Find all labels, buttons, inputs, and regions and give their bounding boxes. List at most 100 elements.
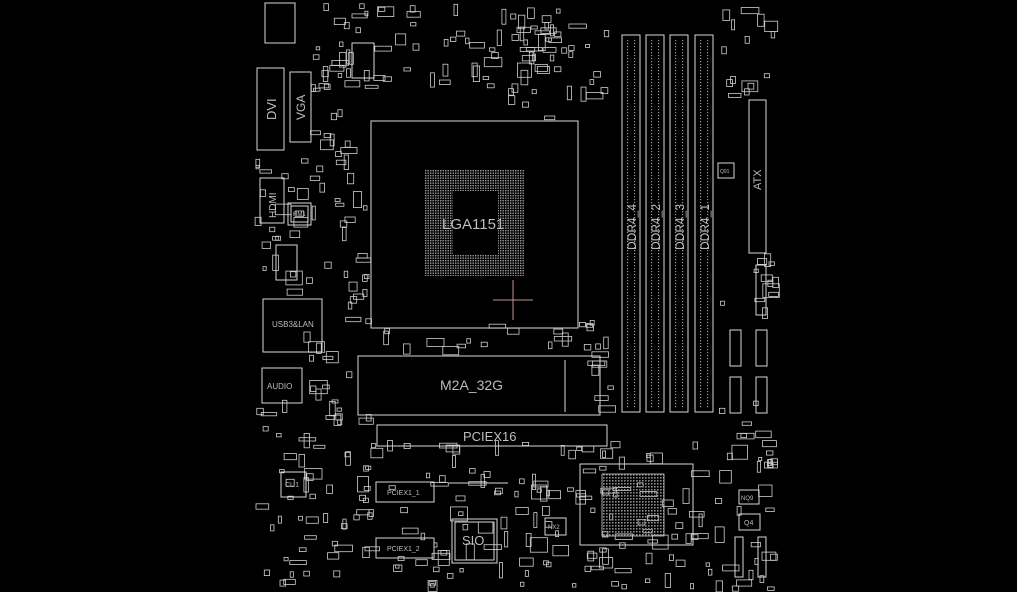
chipset[interactable] (579, 463, 694, 546)
dimm-slot[interactable]: DDR4_2 (645, 34, 665, 413)
component-pad (471, 62, 478, 78)
component-pad (669, 554, 674, 561)
component-pad (525, 533, 532, 548)
cu1-chip[interactable]: CU1 (280, 471, 307, 498)
dimm-slot-label: DDR4_1 (698, 204, 712, 250)
component-pad (762, 307, 768, 319)
component-pad (301, 158, 309, 164)
component-pad (357, 252, 368, 259)
component-pad (552, 545, 570, 557)
sata-connector[interactable] (729, 329, 742, 367)
component-pad (585, 44, 590, 48)
component-pad (504, 531, 509, 548)
cpu-socket-label: LGA1151 (442, 216, 504, 233)
header-connector[interactable] (734, 536, 744, 578)
component-pad (652, 534, 669, 550)
component-pad (744, 88, 750, 96)
component-pad (762, 440, 777, 448)
header-connector[interactable] (757, 536, 767, 578)
hm1-chip[interactable]: HM1 (287, 202, 312, 226)
component-pad (533, 512, 538, 528)
component-pad (548, 341, 553, 350)
component-pad (568, 51, 574, 58)
component-pad (744, 36, 750, 44)
sata-connector[interactable] (755, 329, 768, 367)
audio-connector[interactable]: AUDIO (261, 367, 303, 404)
component-pad (560, 444, 565, 456)
component-pad (355, 257, 372, 263)
component-pad (323, 3, 329, 11)
component-pad (270, 524, 275, 532)
component-pad (763, 73, 770, 79)
pciex1-2-slot[interactable]: PCIEX1_2 (375, 537, 435, 559)
component-pad (426, 337, 445, 347)
component-pad (327, 552, 340, 560)
component-pad (720, 300, 725, 306)
component-pad (603, 30, 610, 38)
sio-chip[interactable]: SIO (451, 518, 498, 564)
hdmi-connector[interactable]: HDMI (259, 177, 285, 224)
dimm-slot[interactable]: DDR4_4 (621, 34, 641, 413)
component-pad (607, 385, 614, 390)
usb-lan-connector[interactable]: USB3&LAN (262, 298, 323, 353)
component-pad (736, 579, 753, 587)
component-pad (283, 557, 289, 562)
component-pad (730, 76, 736, 84)
usb-connector[interactable] (275, 244, 298, 281)
component-pad (357, 475, 369, 493)
component-pad (277, 515, 282, 524)
component-pad (316, 165, 324, 173)
component-pad (331, 540, 338, 547)
component-pad (523, 39, 529, 46)
component-pad (534, 64, 548, 72)
component-pad (298, 515, 303, 521)
component-pad (259, 169, 272, 174)
nx2-chip[interactable]: NX2 (544, 517, 567, 536)
component-pad (312, 54, 320, 60)
dimm-slot[interactable]: DDR4_1 (694, 34, 714, 413)
cu1-label: CU1 (285, 482, 299, 489)
dimm-slot-label: DDR4_2 (649, 204, 663, 250)
rear-io-connector[interactable] (264, 2, 296, 44)
component-pad (333, 570, 341, 578)
q4-label: Q4 (744, 520, 753, 527)
component-pad (346, 371, 353, 379)
component-pad (768, 291, 779, 297)
dimm-slot[interactable]: DDR4_3 (669, 34, 689, 413)
pciex1-1-slot[interactable]: PCIEX1_1 (375, 481, 435, 503)
component-pad (618, 456, 625, 470)
dvi-connector[interactable]: DVI (256, 67, 285, 151)
component-pad (765, 507, 775, 512)
component-pad (303, 331, 311, 343)
sata-connector[interactable] (755, 376, 768, 414)
q91-chip[interactable]: Q91 (717, 162, 735, 179)
component-pad (548, 37, 562, 44)
component-pad (755, 430, 772, 439)
component-pad (664, 573, 672, 588)
component-pad (311, 205, 316, 221)
cpu-socket[interactable]: LGA1151 (370, 120, 579, 329)
chip[interactable] (351, 42, 375, 79)
m2-slot[interactable]: M2A_32G (357, 355, 601, 416)
component-pad (721, 46, 727, 55)
component-pad (756, 460, 761, 473)
component-pad (320, 139, 334, 151)
component-pad (343, 22, 350, 30)
component-pad (450, 506, 468, 522)
component-pad (309, 175, 321, 181)
component-pad (363, 70, 370, 82)
dimm-slot-label: DDR4_4 (625, 204, 639, 250)
q4-chip[interactable]: Q4 (738, 513, 761, 531)
nq9-chip[interactable]: NQ9 (738, 489, 760, 505)
component-pad (591, 364, 600, 376)
vga-connector[interactable]: VGA (289, 71, 312, 143)
component-pad (420, 532, 426, 541)
sata-connector[interactable] (729, 376, 742, 414)
atx-connector[interactable]: ATX (748, 99, 767, 254)
component-pad (519, 478, 525, 485)
pciex16-slot[interactable]: PCIEX16 (376, 424, 608, 447)
header-connector[interactable] (755, 264, 767, 316)
component-pad (540, 27, 557, 34)
pciex16-label: PCIEX16 (463, 429, 516, 444)
